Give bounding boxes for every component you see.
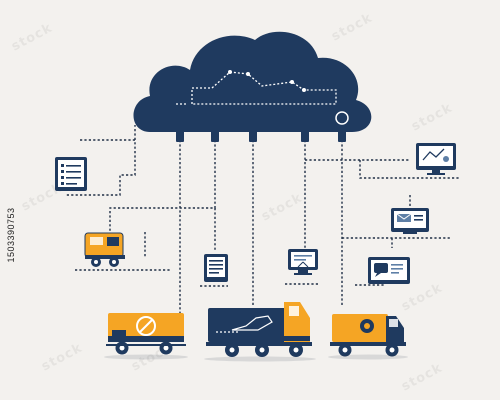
cloud-data-points bbox=[228, 70, 306, 92]
cloud-port bbox=[249, 130, 257, 142]
cloud-data-path bbox=[191, 71, 337, 105]
cloud-port bbox=[301, 130, 309, 142]
data-point-icon bbox=[246, 72, 250, 76]
cloud-body bbox=[133, 31, 372, 132]
cloud-port bbox=[338, 130, 346, 142]
cargo-truck-icon bbox=[330, 314, 406, 357]
box-truck-icon bbox=[106, 313, 186, 355]
cloud-port bbox=[211, 130, 219, 142]
semi-truck-icon bbox=[206, 302, 312, 357]
cloud-ports bbox=[176, 130, 346, 142]
delivery-van-icon bbox=[84, 232, 125, 267]
cloud-node-icon bbox=[335, 111, 349, 125]
cloud-icon bbox=[133, 31, 372, 142]
connector-line bbox=[359, 160, 460, 179]
chart-monitor-icon bbox=[416, 143, 456, 175]
connector-line bbox=[109, 140, 216, 232]
cloud-port bbox=[176, 130, 184, 142]
data-point-icon bbox=[302, 88, 306, 92]
connector-line bbox=[65, 139, 136, 196]
checklist-monitor-icon bbox=[55, 157, 87, 191]
mail-monitor-icon bbox=[391, 208, 429, 234]
ground-shadows bbox=[104, 354, 408, 362]
tablet-icon bbox=[204, 254, 228, 282]
data-point-icon bbox=[290, 80, 294, 84]
data-point-icon bbox=[228, 70, 232, 74]
message-monitor-icon bbox=[368, 257, 410, 284]
laptop-icon bbox=[288, 249, 318, 275]
